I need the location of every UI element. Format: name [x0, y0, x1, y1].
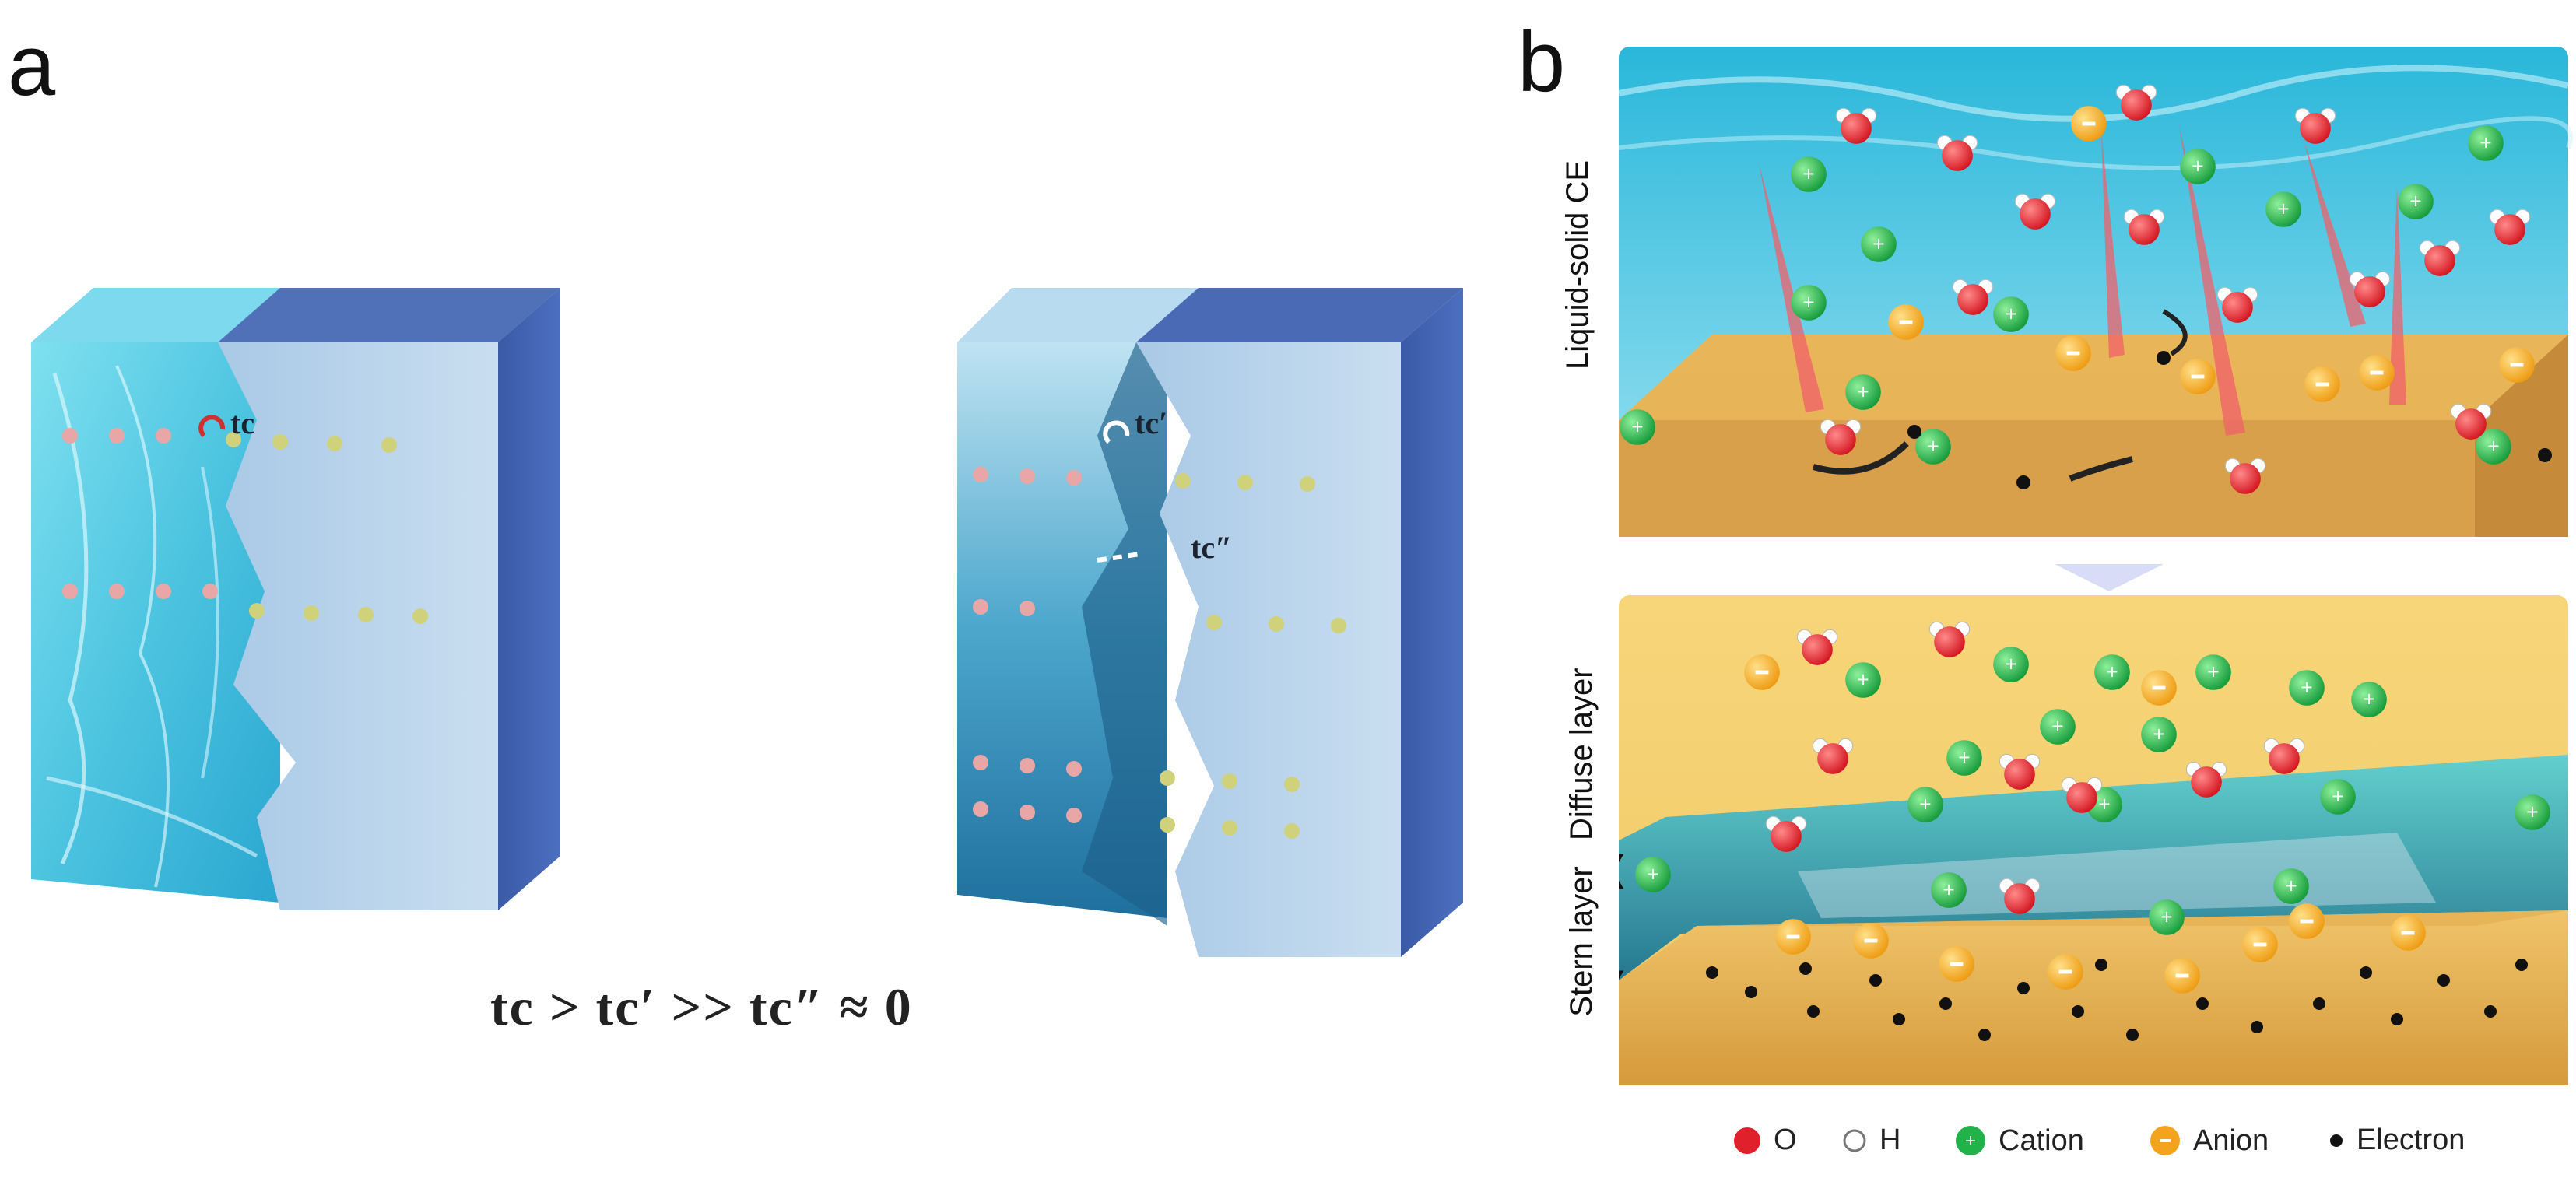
panel-b-illustration: +	[1619, 47, 2574, 1085]
oxygen-atom-icon	[1734, 1127, 1760, 1154]
block-with-water	[31, 288, 560, 910]
stern-layer-label: Stern layer	[1564, 866, 1599, 1017]
electron-transfer-arrow-icon	[2162, 309, 2188, 356]
cation-icon: +	[1956, 1126, 1985, 1155]
legend-label: Anion	[2193, 1124, 2269, 1157]
electron-transfer-arrow-icon	[1812, 441, 1909, 475]
top-liquid-solid-scene	[1619, 47, 2574, 537]
legend-label: O	[1774, 1124, 1797, 1156]
legend-item-oxygen: O	[1732, 1124, 1797, 1157]
legend-label: H	[1879, 1124, 1901, 1156]
tc-label: tc	[230, 405, 255, 440]
legend-label: Electron	[2357, 1124, 2465, 1156]
hydrogen-atom-icon	[1843, 1129, 1866, 1152]
panel-a-label: a	[8, 18, 56, 114]
legend-item-electron: Electron	[2327, 1124, 2465, 1157]
tc-prime-label: tc′	[1135, 405, 1168, 440]
anion-icon	[2150, 1126, 2180, 1155]
bottom-edl-scene	[1619, 595, 2568, 1085]
tc-dprime-label: tc″	[1191, 530, 1233, 565]
bond-arc-icon	[1103, 420, 1130, 444]
transition-arrow-icon	[2055, 564, 2164, 591]
panel-b-label: b	[1518, 14, 1566, 110]
block-with-crack	[957, 288, 1463, 957]
panel-a-illustration	[31, 288, 1463, 957]
diffuse-layer-label: Diffuse layer	[1564, 668, 1599, 840]
bond-arc-icon	[198, 415, 226, 438]
broken-bond-icon	[1097, 552, 1141, 563]
legend-item-anion: Anion	[2148, 1124, 2269, 1158]
svg-text:+: +	[1965, 1131, 1976, 1152]
layer-bracket	[1619, 854, 1624, 980]
electron-transfer-arrow-icon	[2069, 456, 2133, 482]
legend-label: Cation	[1999, 1124, 2084, 1157]
atom-rows-left	[62, 428, 428, 624]
bond-time-equation: tc > tc′ >> tc″ ≈ 0	[490, 977, 913, 1036]
legend-item-cation: + Cation	[1953, 1124, 2084, 1158]
legend-item-hydrogen: H	[1841, 1124, 1900, 1157]
liquid-solid-ce-label: Liquid-solid CE	[1560, 160, 1595, 370]
atom-rows-right	[973, 467, 1346, 839]
electron-icon	[2330, 1134, 2343, 1147]
